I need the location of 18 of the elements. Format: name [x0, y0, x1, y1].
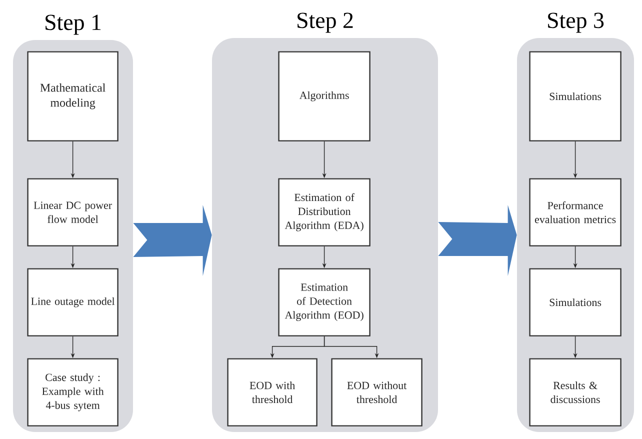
block-arrow	[438, 205, 517, 276]
step-heading: Step 3	[548, 12, 604, 33]
process-box: EOD without threshold	[331, 358, 422, 426]
process-box: Performance evaluation metrics	[529, 178, 622, 246]
process-box: Mathematical modeling	[27, 51, 118, 142]
process-box: Line outage model	[27, 268, 118, 336]
step-heading: Step 2	[298, 12, 353, 33]
block-arrow	[133, 205, 212, 276]
process-box: Results & discussions	[529, 358, 622, 426]
process-box: Linear DC power flow model	[27, 178, 118, 246]
process-box: Case study : Example with 4-bus sytem	[27, 358, 118, 426]
process-box: Algorithms	[278, 51, 370, 142]
process-box: Simulations	[529, 51, 622, 142]
process-box: Estimation of Detection Algorithm (EOD)	[278, 268, 370, 336]
process-box: EOD with threshold	[227, 358, 318, 426]
step-heading: Step 1	[46, 14, 101, 35]
process-box: Estimation of Distribution Algorithm (EDA)	[278, 178, 370, 246]
process-box: Simulations	[529, 268, 622, 336]
